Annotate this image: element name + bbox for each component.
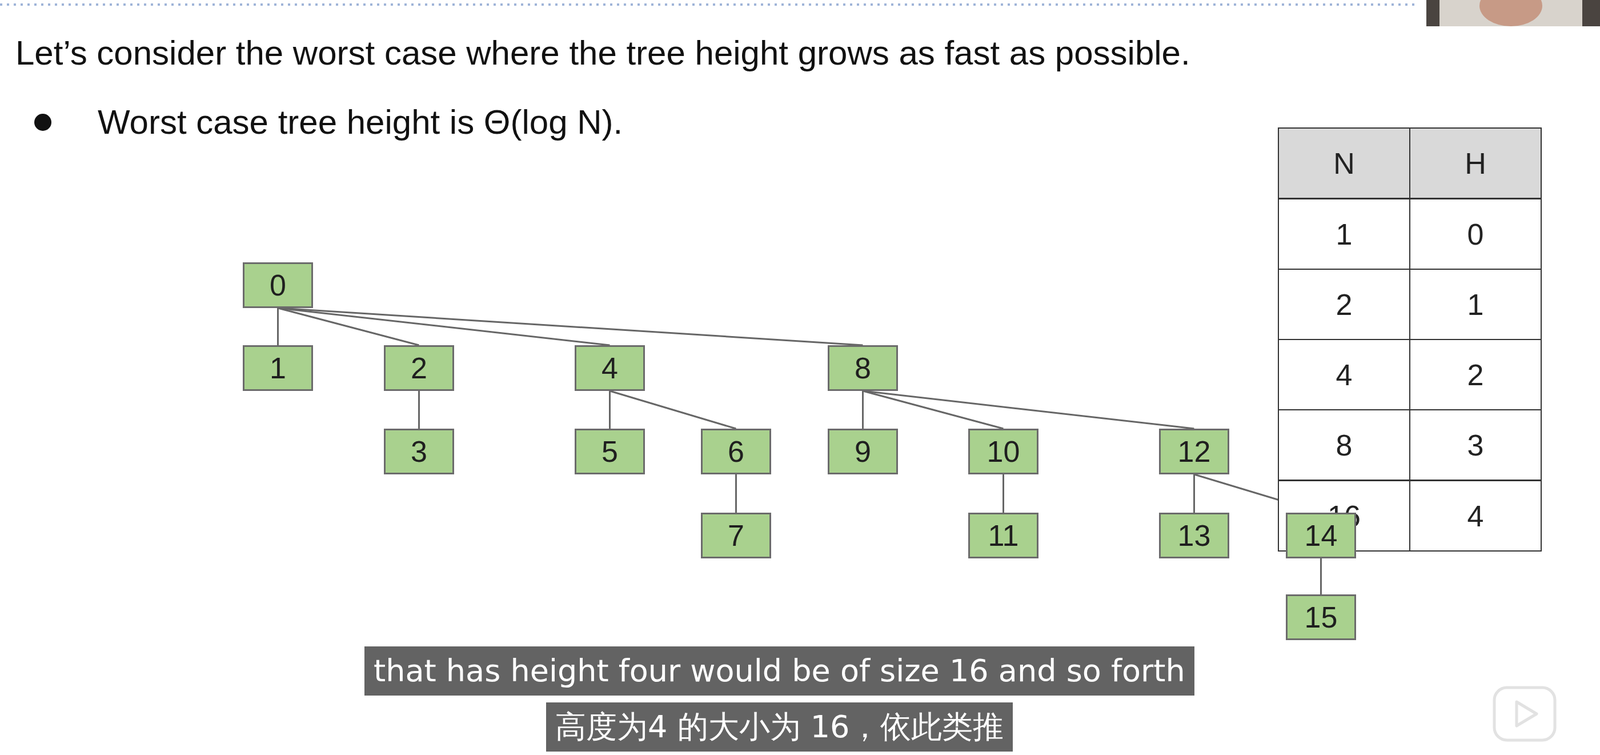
node-number: 7 — [727, 520, 745, 551]
table-value: 4 — [1336, 359, 1353, 390]
tree-edge — [861, 390, 864, 429]
subtitle-text: 高度为4 的大小为 16，依此类推 — [555, 708, 1004, 745]
webcam-thumbnail — [1426, 0, 1600, 27]
tree-edge — [1193, 474, 1196, 513]
tree-edge — [277, 307, 279, 346]
tree-node: 3 — [383, 428, 455, 475]
tree-node: 7 — [700, 512, 772, 559]
tree-edge — [1002, 474, 1005, 513]
subtitle: that has height four would be of size 16… — [364, 646, 1195, 696]
tree-node: 13 — [1159, 512, 1230, 559]
table-value: 4 — [1467, 500, 1485, 531]
tree-edge — [608, 390, 611, 429]
tree-node: 1 — [242, 345, 314, 391]
table-value: H — [1464, 148, 1487, 179]
table-cell: 3 — [1409, 408, 1542, 481]
table-cell: 0 — [1409, 198, 1542, 270]
table-header-cell: N — [1277, 127, 1411, 199]
table-value: 3 — [1467, 430, 1485, 460]
tree-edge — [1320, 558, 1322, 595]
tree-edge — [863, 390, 1195, 429]
tree-node: 10 — [968, 428, 1039, 475]
node-number: 10 — [987, 436, 1021, 467]
slide-title: Let’s consider the worst case where the … — [15, 32, 1191, 74]
tree-edge — [735, 474, 737, 513]
bullet-text: Worst case tree height is Θ(log N). — [97, 101, 623, 143]
tree-edge — [418, 390, 420, 429]
tree-node: 9 — [827, 428, 898, 475]
tree-edge — [610, 390, 737, 429]
node-number: 14 — [1304, 520, 1338, 551]
tree-node: 15 — [1285, 594, 1357, 640]
node-number: 5 — [601, 436, 619, 467]
tree-edge — [278, 307, 864, 346]
table-cell: 2 — [1409, 338, 1542, 411]
node-number: 0 — [269, 270, 287, 300]
table-cell: 1 — [1277, 198, 1411, 270]
tree-node: 0 — [242, 262, 314, 308]
table-value: 8 — [1336, 430, 1353, 460]
tree-node: 14 — [1285, 512, 1357, 559]
tree-node: 12 — [1159, 428, 1230, 475]
tree-node: 8 — [827, 345, 898, 391]
node-number: 11 — [988, 520, 1020, 551]
node-number: 3 — [410, 436, 428, 467]
table-value: 0 — [1467, 219, 1485, 250]
node-number: 6 — [727, 436, 745, 467]
node-number: 2 — [410, 353, 428, 383]
bullet-dot — [34, 113, 52, 131]
dotted-rule — [0, 3, 1417, 6]
tree-edge — [278, 307, 420, 346]
tree-node: 2 — [383, 345, 455, 391]
table-value: 2 — [1467, 359, 1485, 390]
node-number: 1 — [269, 353, 287, 383]
tree-node: 11 — [968, 512, 1039, 559]
play-icon — [1494, 687, 1555, 740]
table-cell: 4 — [1277, 338, 1411, 411]
table-cell: 1 — [1409, 268, 1542, 340]
tree-node: 4 — [574, 345, 645, 391]
node-number: 12 — [1177, 436, 1211, 467]
table-cell: 2 — [1277, 268, 1411, 340]
node-number: 13 — [1177, 520, 1211, 551]
subtitle-text: that has height four would be of size 16… — [373, 652, 1186, 689]
table-value: 2 — [1336, 289, 1353, 320]
table-cell: 4 — [1409, 479, 1542, 552]
node-number: 8 — [854, 353, 872, 383]
tree-node: 5 — [574, 428, 645, 475]
subtitle: 高度为4 的大小为 16，依此类推 — [546, 702, 1013, 752]
node-number: 15 — [1304, 602, 1338, 632]
tree-node: 6 — [700, 428, 772, 475]
table-header-cell: H — [1409, 127, 1542, 199]
table-cell: 8 — [1277, 408, 1411, 481]
node-number: 4 — [601, 353, 619, 383]
table-value: 1 — [1467, 289, 1485, 320]
node-number: 9 — [854, 436, 872, 467]
table-value: 1 — [1336, 219, 1353, 250]
table-value: N — [1333, 148, 1355, 179]
tree-edge — [863, 390, 1004, 429]
